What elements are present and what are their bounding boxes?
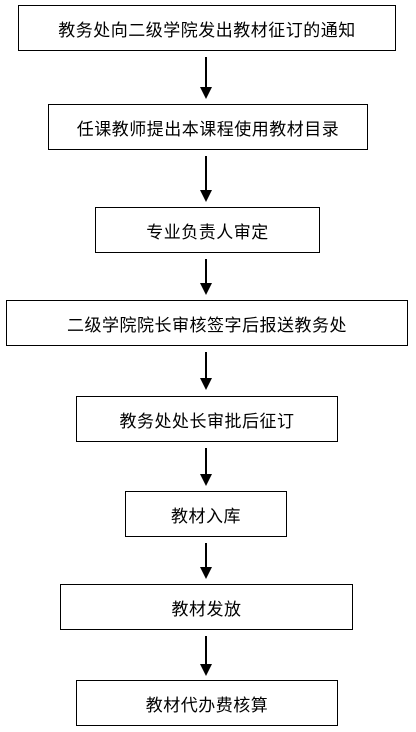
step-director-approval: 教务处处长审批后征订 bbox=[76, 396, 338, 442]
step-distribution-label: 教材发放 bbox=[171, 599, 242, 620]
step-major-review-label: 专业负责人审定 bbox=[146, 222, 269, 243]
step-dean-approval: 二级学院院长审核签字后报送教务处 bbox=[6, 300, 408, 346]
step-fee-accounting-label: 教材代办费核算 bbox=[145, 695, 269, 716]
step-notice: 教务处向二级学院发出教材征订的通知 bbox=[18, 5, 396, 51]
step-warehousing: 教材入库 bbox=[125, 491, 287, 537]
arrow-4 bbox=[200, 352, 212, 390]
step-distribution: 教材发放 bbox=[60, 584, 353, 630]
step-dean-approval-label: 二级学院院长审核签字后报送教务处 bbox=[67, 315, 347, 336]
step-teacher-list-label: 任课教师提出本课程使用教材目录 bbox=[76, 119, 340, 140]
arrow-7 bbox=[200, 636, 212, 676]
step-director-approval-label: 教务处处长审批后征订 bbox=[119, 411, 295, 432]
step-warehousing-label: 教材入库 bbox=[171, 506, 241, 527]
arrow-3 bbox=[200, 259, 212, 295]
step-fee-accounting: 教材代办费核算 bbox=[76, 680, 338, 726]
step-notice-label: 教务处向二级学院发出教材征订的通知 bbox=[58, 20, 356, 41]
arrow-1 bbox=[200, 57, 212, 99]
arrow-6 bbox=[200, 543, 212, 579]
step-teacher-list: 任课教师提出本课程使用教材目录 bbox=[48, 104, 368, 150]
arrow-5 bbox=[200, 448, 212, 486]
arrow-2 bbox=[200, 156, 212, 202]
step-major-review: 专业负责人审定 bbox=[95, 207, 320, 253]
